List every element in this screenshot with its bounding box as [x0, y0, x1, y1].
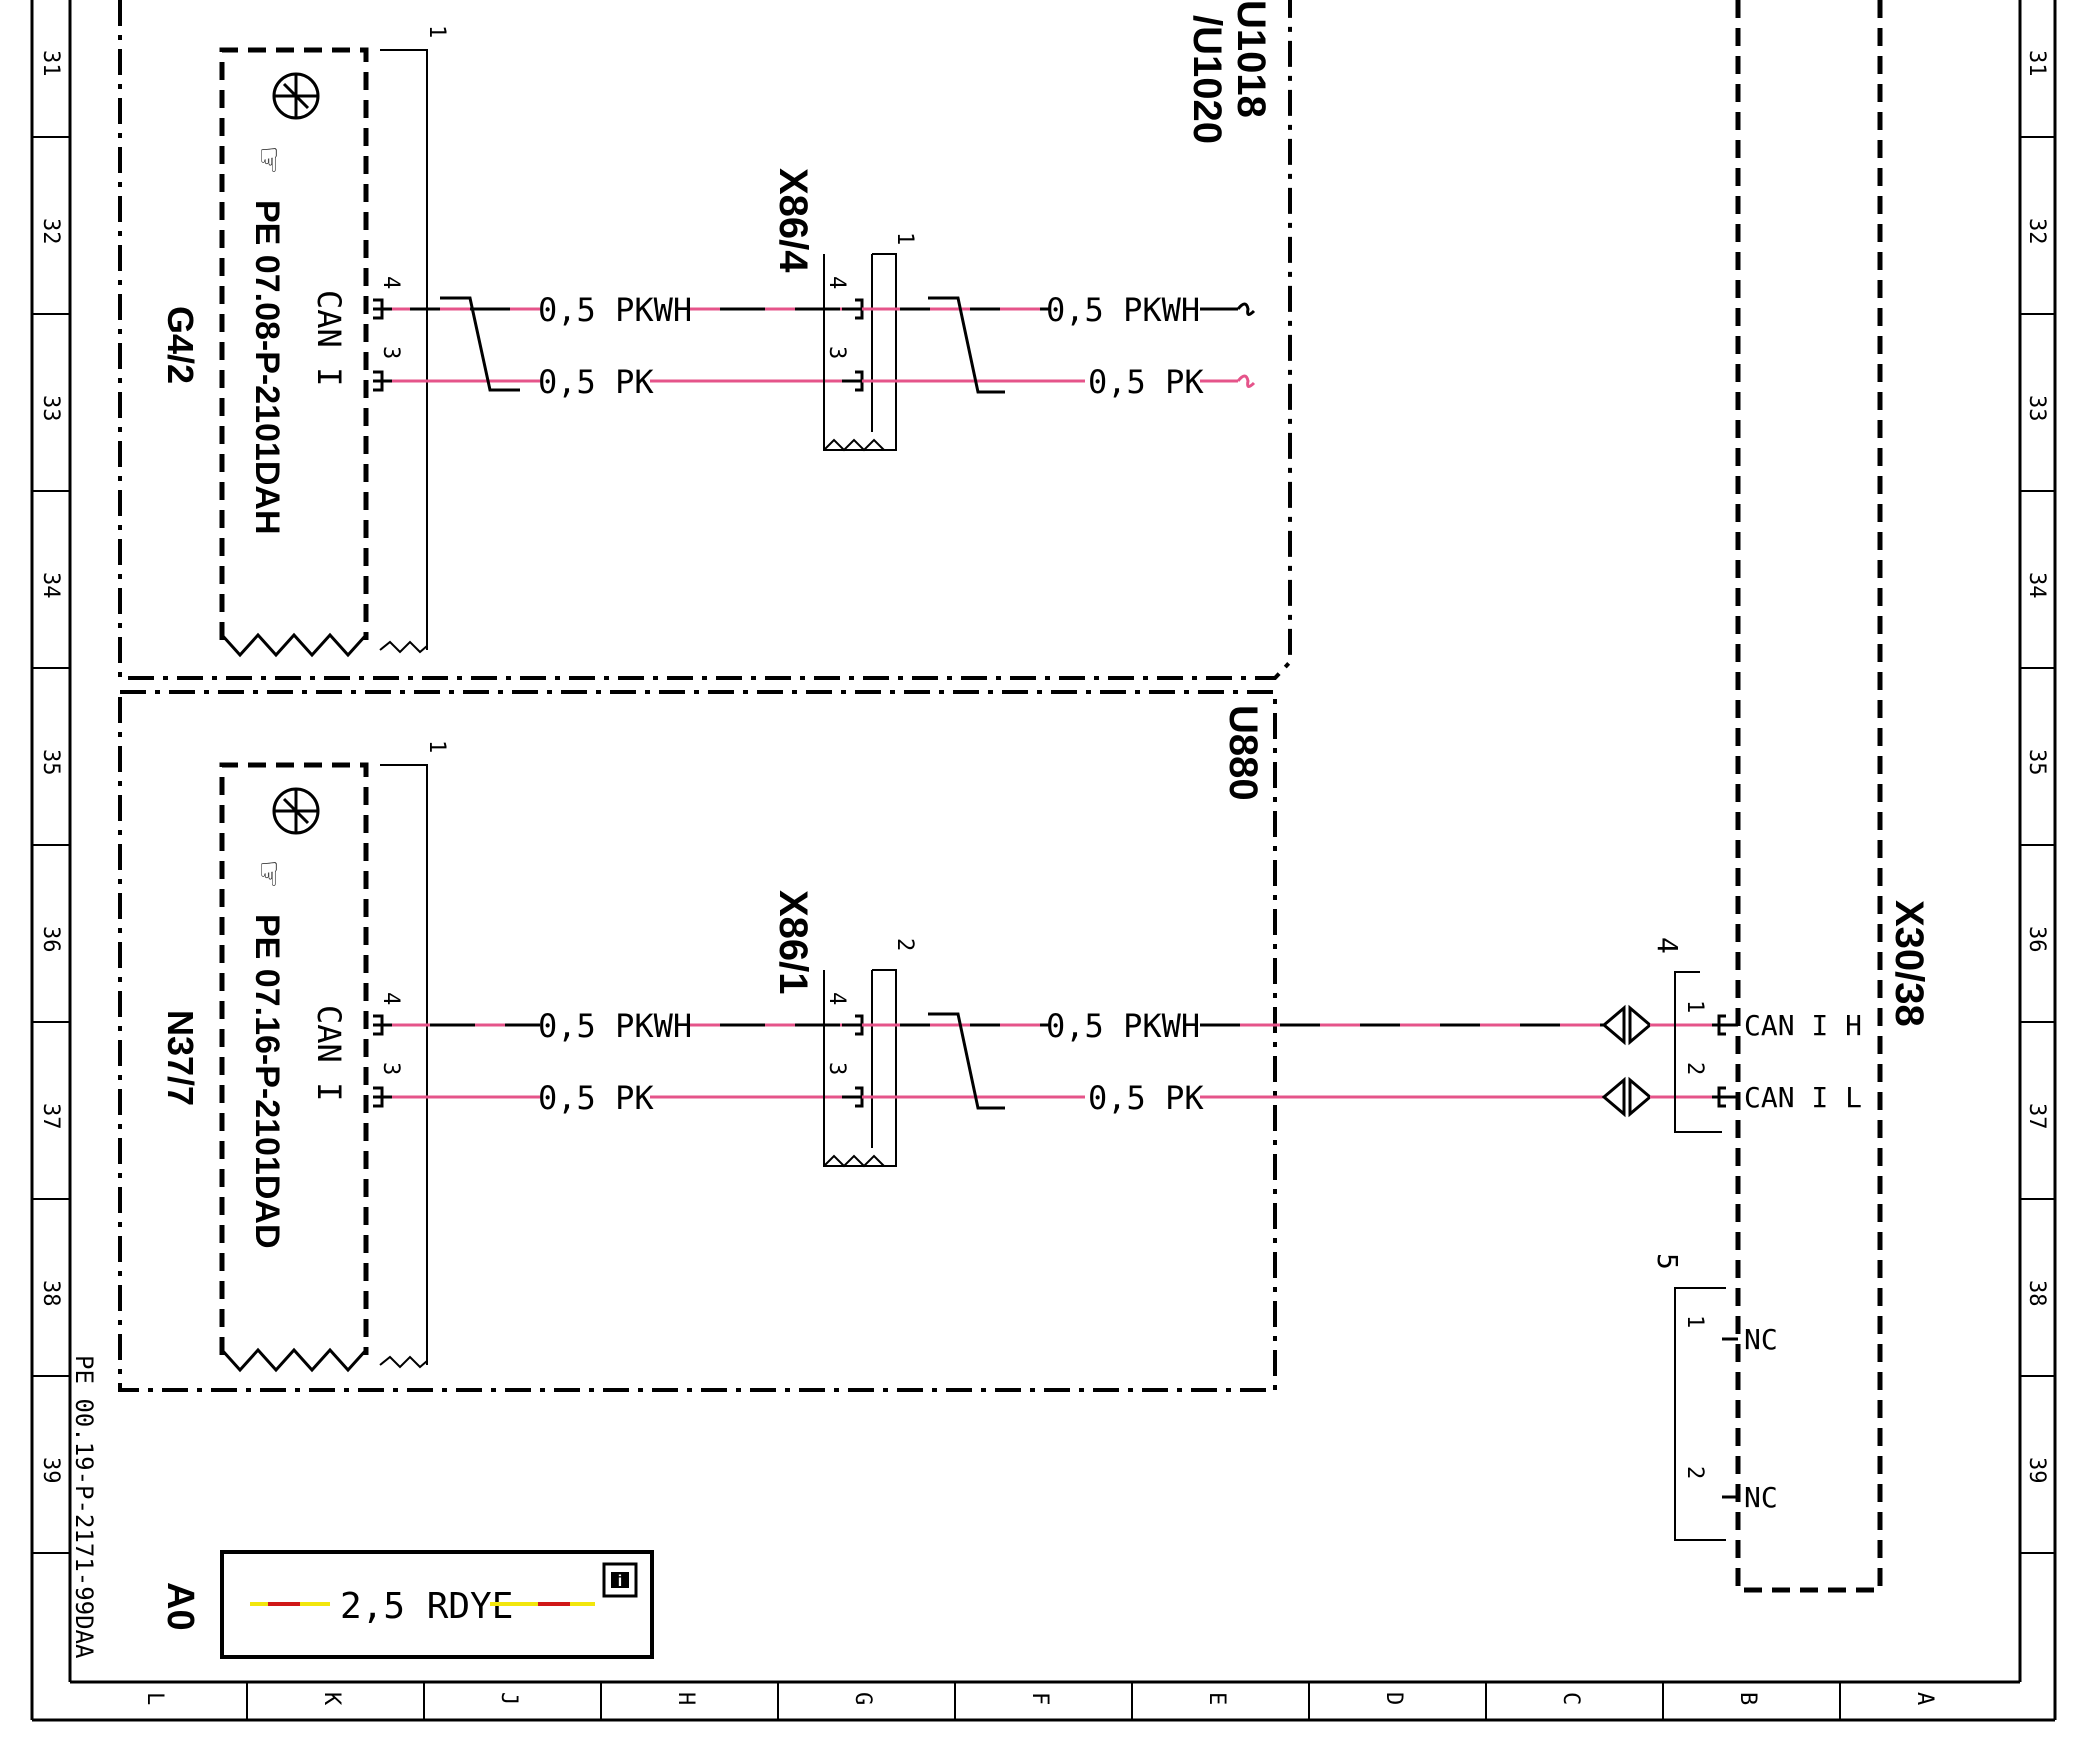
- signal-label: NC: [1744, 1481, 1778, 1514]
- signal-label: NC: [1744, 1323, 1778, 1356]
- signal-label: CAN I H: [1744, 1009, 1862, 1042]
- column-letter: B: [1735, 1692, 1760, 1705]
- group-number: 5: [1651, 1253, 1684, 1270]
- can-bus-wires: [1200, 1004, 1715, 1118]
- wire-label: 0,5 PK: [1088, 363, 1204, 401]
- connector-number: 1: [424, 740, 449, 753]
- pin-number: 1: [1682, 1000, 1707, 1013]
- wire-legend: A0 2,5 RDYE i: [159, 1550, 654, 1659]
- pin-number: 4: [378, 276, 403, 289]
- row-number: 38: [38, 1280, 63, 1307]
- row-number: 37: [38, 1103, 63, 1130]
- column-letter: A: [1912, 1692, 1937, 1705]
- column-letter: E: [1204, 1692, 1229, 1705]
- column-letter: J: [496, 1692, 521, 1705]
- row-number: 35: [2024, 749, 2049, 776]
- column-letter: C: [1558, 1692, 1583, 1705]
- connector-x86-1[interactable]: X86/1 2 4 3: [771, 890, 917, 1168]
- lower-module: U880 1 ☞ PE 07.16-P-2101DAD CAN I N37/7 …: [118, 690, 1277, 1392]
- component-reference: PE 07.08-P-2101DAH: [248, 200, 286, 535]
- row-number: 37: [2024, 1103, 2049, 1130]
- junction-x30-38[interactable]: X30/38 4 1 2 CAN I H CAN I L 5 1 2 NC NC: [1651, 0, 1931, 1593]
- connector-name: X86/1: [771, 890, 815, 995]
- row-number: 32: [2024, 218, 2049, 245]
- bus-label: CAN I: [310, 290, 348, 386]
- wire-label: 0,5 PK: [1088, 1079, 1204, 1117]
- row-number: 36: [2024, 926, 2049, 953]
- signal-label: CAN I L: [1744, 1081, 1862, 1114]
- junction-name: X30/38: [1887, 900, 1931, 1027]
- row-number: 39: [2024, 1457, 2049, 1484]
- row-number: 39: [38, 1457, 63, 1484]
- group-number: 4: [1651, 937, 1684, 954]
- wire-label: 0,5 PKWH: [538, 1007, 692, 1045]
- bus-label: CAN I: [310, 1005, 348, 1101]
- pin-number: 4: [378, 992, 403, 1005]
- document-reference: PE 00.19-P-2171-99DAA: [70, 1355, 98, 1659]
- column-letter: G: [850, 1692, 875, 1705]
- wire-label: 0,5 PK: [538, 1079, 654, 1117]
- row-number: 35: [38, 749, 63, 776]
- info-icon[interactable]: i: [602, 1562, 638, 1598]
- row-number: 34: [38, 572, 63, 599]
- component-reference: PE 07.16-P-2101DAD: [248, 914, 286, 1249]
- hand-pointer-icon: ☞: [246, 148, 292, 172]
- plug-arrow-icon: [1601, 1004, 1653, 1118]
- pin-number: 3: [824, 1062, 849, 1075]
- column-letter: F: [1027, 1692, 1052, 1705]
- hand-pointer-icon: ☞: [246, 862, 292, 886]
- connector-number: 2: [892, 938, 917, 951]
- ecu-symbol-icon: [272, 787, 320, 835]
- connector-name: X86/4: [771, 168, 815, 273]
- row-number: 31: [2024, 50, 2049, 77]
- svg-text:i: i: [618, 1573, 622, 1590]
- column-letter: L: [142, 1692, 167, 1705]
- drawing-frame: 31 32 33 34 35 36 37 38 39 31 32 33 34 3…: [30, 0, 2057, 1722]
- pin-number: 2: [1682, 1062, 1707, 1075]
- module-label: U880: [1221, 705, 1265, 801]
- connector-number: 1: [424, 25, 449, 38]
- pin-number: 1: [1682, 1315, 1707, 1328]
- component-g4-2[interactable]: 1 ☞ PE 07.08-P-2101DAH CAN I G4/2 4 3: [160, 25, 449, 658]
- legend-wire-label: 2,5 RDYE: [340, 1586, 513, 1627]
- component-n37-7[interactable]: 1 ☞ PE 07.16-P-2101DAD CAN I N37/7 4 3: [160, 740, 449, 1373]
- upper-module: U1018 /U1020 1 ☞ PE 07.08-P-2101DAH CAN …: [118, 0, 1292, 680]
- component-name: N37/7: [160, 1010, 201, 1106]
- wire-label: 0,5 PKWH: [538, 291, 692, 329]
- row-number: 32: [38, 218, 63, 245]
- row-number: 38: [2024, 1280, 2049, 1307]
- legend-code: A0: [159, 1582, 201, 1631]
- pin-number: 3: [378, 346, 403, 359]
- pin-number: 2: [1682, 1466, 1707, 1479]
- connector-number: 1: [892, 232, 917, 245]
- row-number: 36: [38, 926, 63, 953]
- ecu-symbol-icon: [272, 72, 320, 120]
- column-letter: K: [319, 1692, 344, 1706]
- row-number: 33: [2024, 395, 2049, 422]
- row-number: 33: [38, 395, 63, 422]
- wire-label: 0,5 PKWH: [1046, 1007, 1200, 1045]
- row-number: 31: [38, 50, 63, 77]
- module-label: /U1020: [1185, 15, 1229, 144]
- column-letter: H: [673, 1692, 698, 1705]
- pin-number: 4: [824, 276, 849, 289]
- pin-number: 3: [824, 346, 849, 359]
- component-name: G4/2: [160, 306, 201, 384]
- pin-number: 3: [378, 1062, 403, 1075]
- column-letter: D: [1381, 1692, 1406, 1705]
- module-label: U1018: [1229, 0, 1273, 118]
- wire-label: 0,5 PKWH: [1046, 291, 1200, 329]
- pin-number: 4: [824, 992, 849, 1005]
- connector-x86-4[interactable]: X86/4 1 4 3: [771, 168, 917, 452]
- wire-label: 0,5 PK: [538, 363, 654, 401]
- row-number: 34: [2024, 572, 2049, 599]
